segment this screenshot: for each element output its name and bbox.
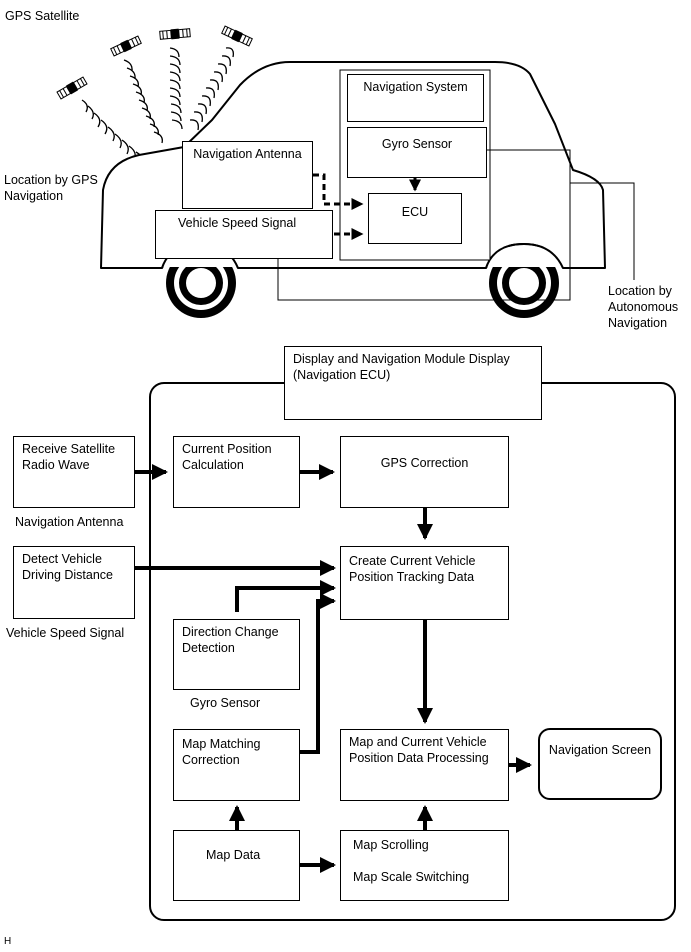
satellite-icon [110,35,142,57]
gyro-sensor-label: Gyro Sensor [190,696,261,710]
navigation-antenna-box: Navigation Antenna [182,141,313,209]
map-data-box: Map Data [173,830,300,901]
map-scale-label: Map Scale Switching [353,870,470,884]
satellite-icon [221,25,253,47]
figure-code: H [4,936,12,947]
module-title-box: Display and Navigation Module Display (N… [284,346,542,420]
map-scroll-box: Map Scrolling Map Scale Switching [340,830,509,901]
gyro-sensor-box: Gyro Sensor [347,127,487,178]
wheel-icon [474,242,574,318]
receive-satellite-box: Receive Satellite Radio Wave [13,436,135,508]
create-tracking-box: Create Current Vehicle Position Tracking… [340,546,509,620]
map-matching-box: Map Matching Correction [173,729,300,801]
ecu-box: ECU [368,193,462,244]
navigation-system-box: Navigation System [347,74,484,122]
navigation-screen-box: Navigation Screen [538,728,662,800]
gps-correction-box: GPS Correction [340,436,509,508]
vehicle-speed-signal-box: Vehicle Speed Signal [155,210,333,259]
direction-change-box: Direction Change Detection [173,619,300,690]
map-processing-box: Map and Current Vehicle Position Data Pr… [340,729,509,801]
map-scrolling-label: Map Scrolling [353,838,429,852]
navigation-antenna-label: Navigation Antenna [15,515,124,529]
gps-satellite-label: GPS Satellite [5,9,80,23]
satellite-icon [159,28,191,40]
satellite-icon [56,76,88,100]
location-by-gps-label: Location by GPS Navigation [4,173,98,203]
current-position-box: Current Position Calculation [173,436,300,508]
vehicle-speed-label: Vehicle Speed Signal [6,626,125,640]
detect-vehicle-box: Detect Vehicle Driving Distance [13,546,135,619]
location-by-autonomous-label: Location by Autonomous Navigation [608,284,679,330]
